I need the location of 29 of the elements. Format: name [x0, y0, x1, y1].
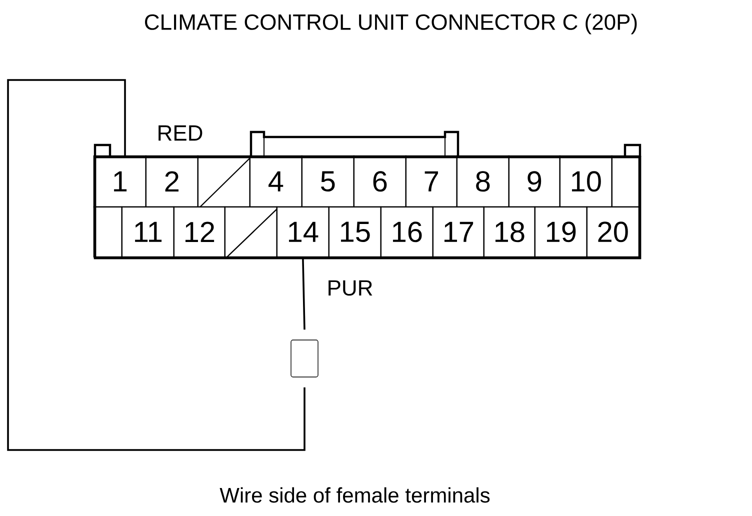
unused-terminal-cell: [224, 206, 278, 258]
title: CLIMATE CONTROL UNIT CONNECTOR C (20P): [145, 14, 637, 34]
terminal-cell: 8: [456, 155, 510, 208]
wire: [7, 79, 306, 451]
terminal-cell: 15: [328, 206, 382, 258]
terminal-cell: 19: [534, 206, 588, 258]
wire: [302, 257, 306, 330]
terminal-cell: 11: [121, 206, 174, 258]
component-box: [290, 340, 318, 378]
terminal-cell: 16: [380, 206, 434, 258]
terminal-cell: 5: [301, 155, 354, 208]
caption: Wire side of female terminals: [220, 487, 490, 503]
terminal-cell: 7: [405, 155, 458, 208]
terminal-cell: 6: [353, 155, 406, 208]
empty-cell: [93, 206, 122, 258]
terminal-cell: 4: [249, 155, 302, 208]
empty-cell: [611, 155, 640, 208]
terminal-cell: 10: [559, 155, 612, 208]
terminal-cell: 12: [173, 206, 226, 258]
terminal-cell: 1: [93, 155, 146, 208]
wire-color-label: PUR: [326, 279, 374, 297]
terminal-cell: 17: [432, 206, 484, 258]
terminal-cell: 18: [483, 206, 536, 258]
terminal-cell: 9: [508, 155, 560, 208]
terminal-cell: 14: [276, 206, 330, 258]
terminal-cell: 2: [145, 155, 198, 208]
terminal-cell: 20: [586, 206, 640, 258]
unused-terminal-cell: [197, 155, 250, 208]
wire-color-label: RED: [156, 124, 204, 142]
